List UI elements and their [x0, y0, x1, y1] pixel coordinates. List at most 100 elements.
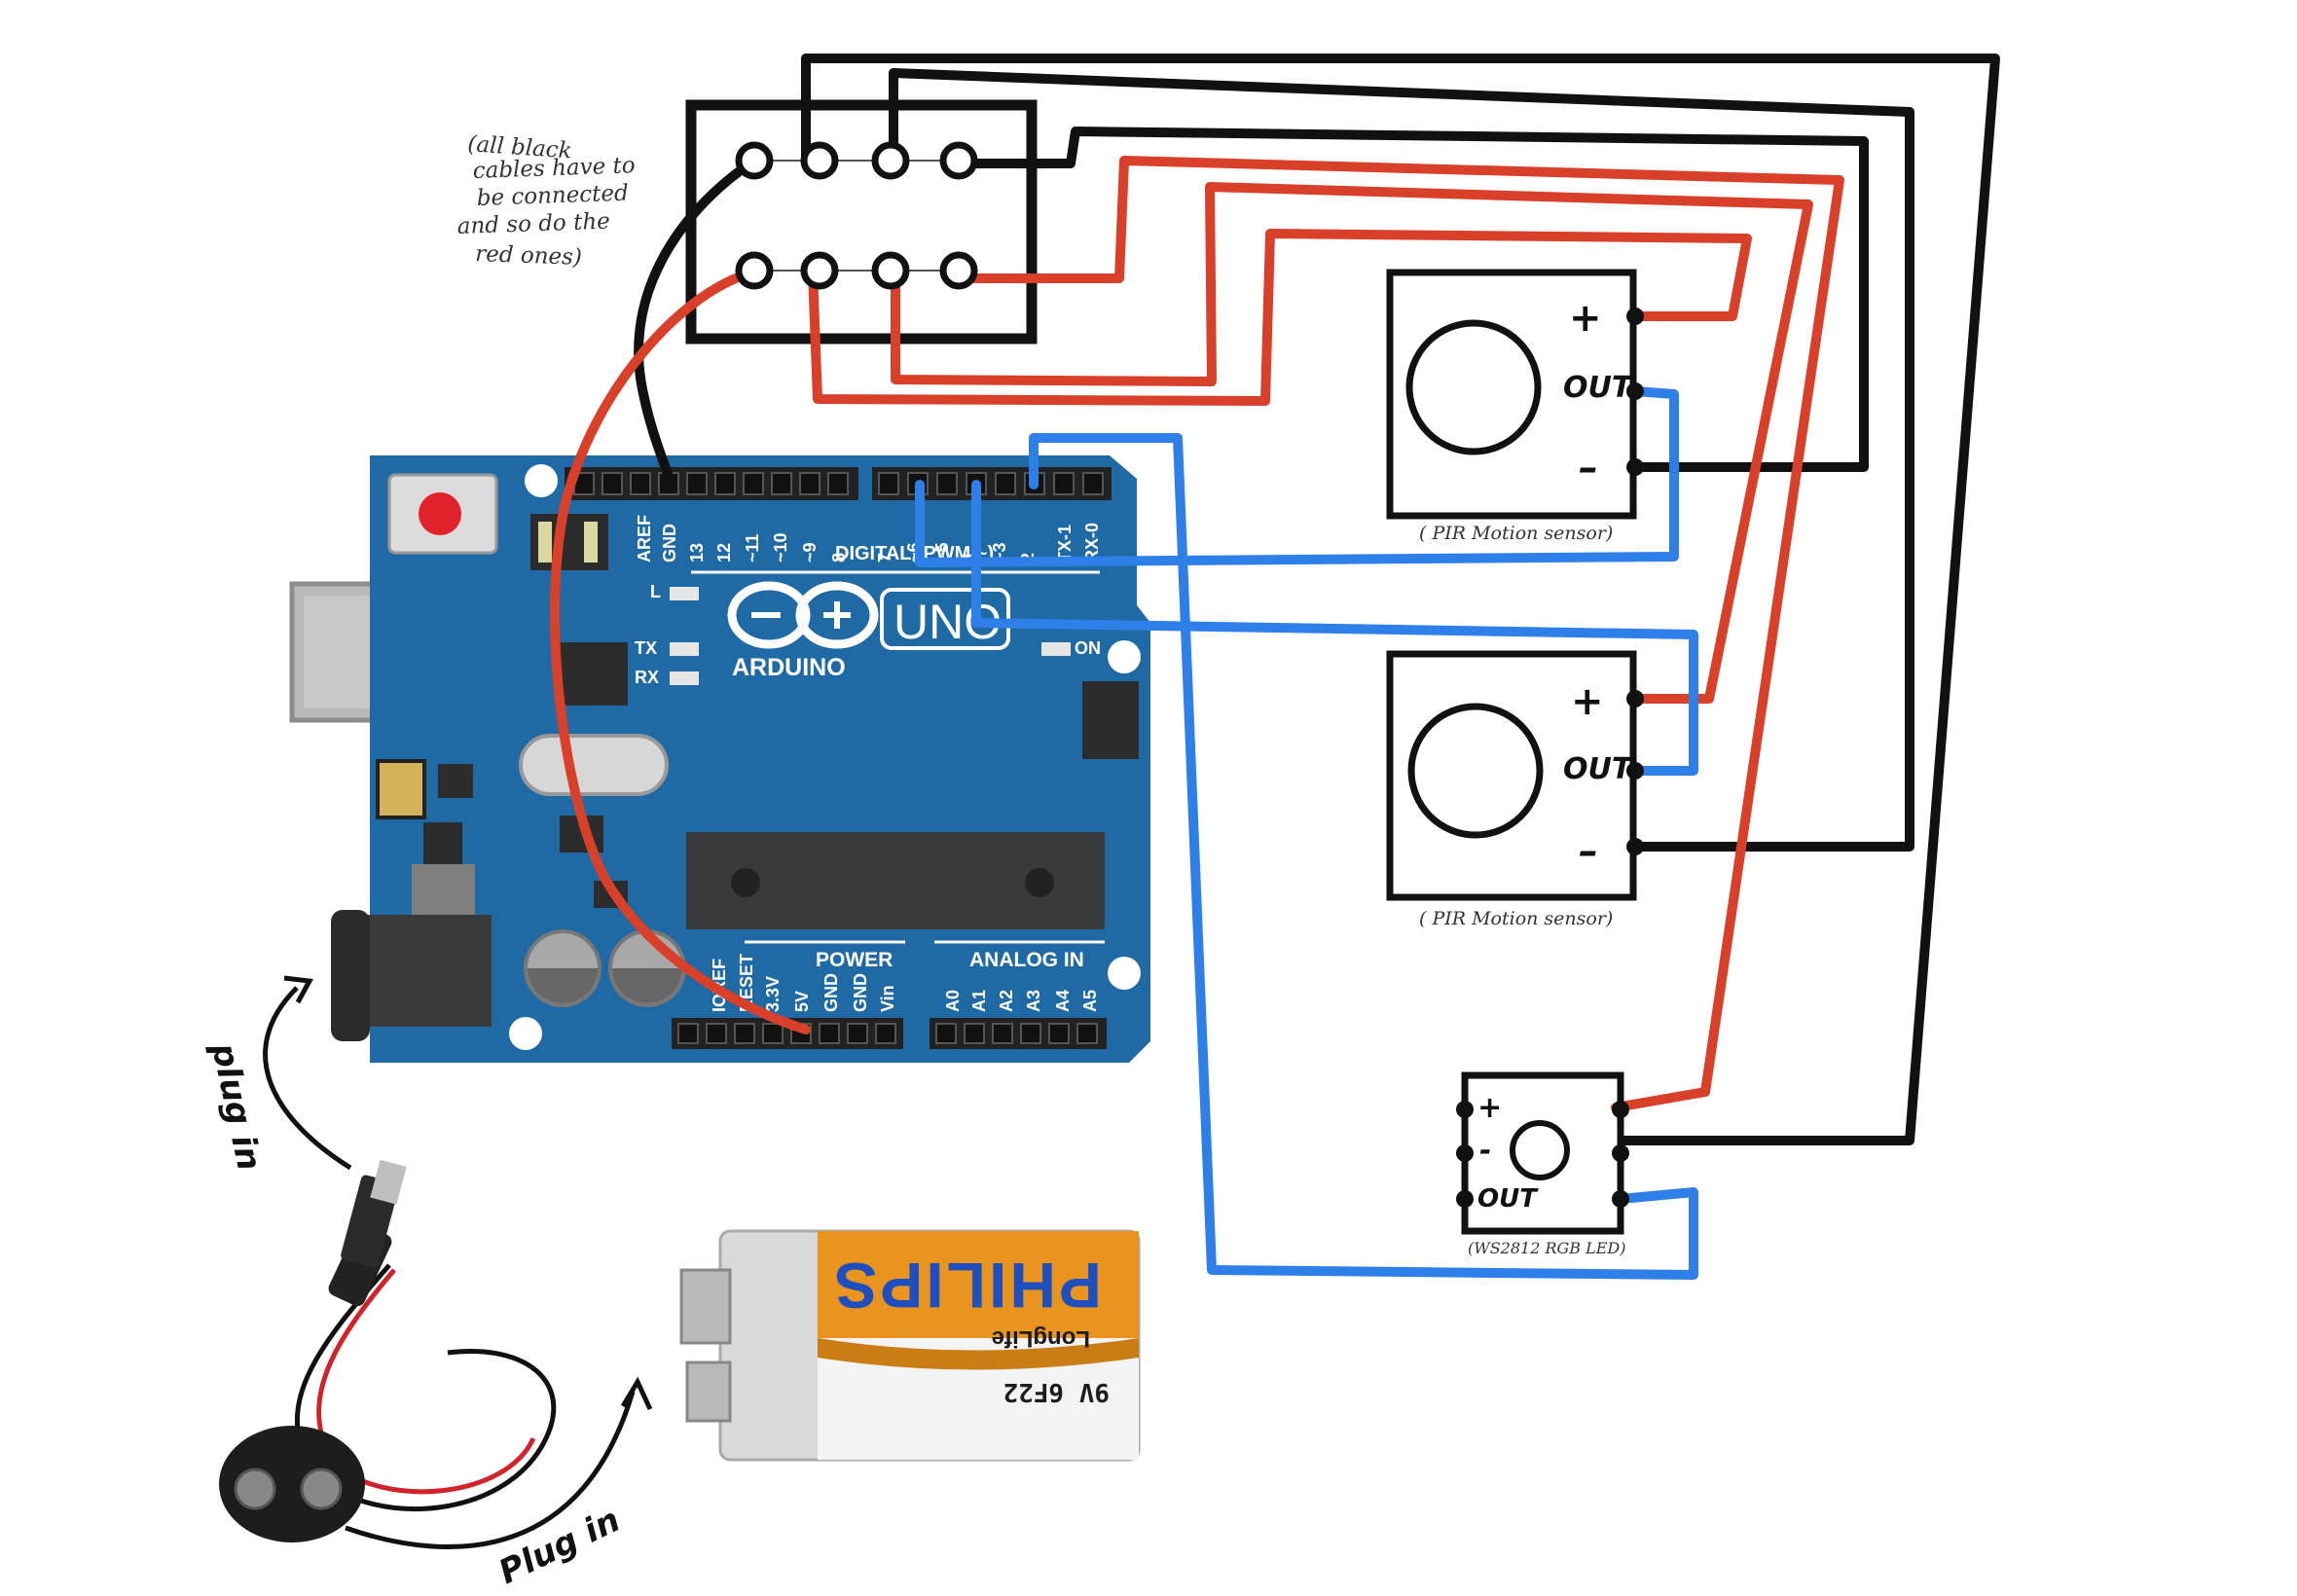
voltage-regulator	[412, 864, 475, 918]
pir-sensor-1: + OUT – ( PIR Motion sensor)	[1386, 269, 1637, 544]
wire	[1029, 433, 1698, 1280]
header-pin	[827, 472, 849, 495]
dc-plug-tip	[370, 1159, 407, 1205]
led-minus: -	[1479, 1134, 1491, 1168]
wire	[915, 386, 1679, 567]
header-pin	[935, 1023, 957, 1044]
connector-terminal	[735, 251, 774, 290]
contact-pin	[1456, 1190, 1474, 1208]
wire-connector-block	[685, 99, 1038, 345]
sensor1-out: OUT	[1563, 371, 1634, 405]
note-line-3: be connected	[476, 181, 629, 211]
battery-brand: PHILIPS	[831, 1250, 1102, 1322]
contact-pin	[1456, 1101, 1474, 1118]
contact-pin	[1612, 1144, 1629, 1162]
wire	[808, 229, 1752, 406]
analog-in-label: ANALOG IN	[969, 949, 1084, 971]
top-pin-label: ~10	[771, 532, 790, 562]
mount-hole	[1108, 640, 1141, 673]
header-pin	[706, 1023, 727, 1044]
wire	[634, 156, 759, 491]
led-label-rx: RX	[635, 668, 659, 687]
reset-button-cap	[419, 492, 461, 535]
battery-snap	[219, 1426, 365, 1542]
header-pin	[771, 472, 792, 495]
header-pin	[1082, 472, 1104, 495]
power-label: POWER	[816, 949, 893, 971]
arrow-to-battery	[345, 1391, 636, 1549]
bottom-pin-label: 3.3V	[763, 976, 783, 1012]
battery-type: 9V 6F22	[1003, 1377, 1110, 1406]
contact-pin	[1626, 382, 1644, 400]
wires	[550, 54, 2000, 1280]
bottom-pin-label: A2	[997, 990, 1016, 1012]
header-pin	[799, 472, 820, 495]
arduino-logo	[727, 581, 879, 649]
mount-hole	[525, 464, 558, 497]
led-tx	[670, 642, 699, 656]
wire	[891, 182, 1813, 704]
header-pin	[995, 472, 1016, 495]
header-pin	[964, 1023, 985, 1044]
usb-chip	[560, 642, 628, 706]
ws2812-rgb-led: + - OUT (WS2812 RGB LED)	[1461, 1071, 1626, 1257]
contact-pin	[1612, 1101, 1629, 1118]
header-pin	[630, 472, 651, 495]
tantalum-capacitor	[376, 759, 426, 819]
contact-pin	[1626, 838, 1644, 855]
header-pin	[819, 1023, 840, 1044]
arduino-brand: ARDUINO	[732, 654, 846, 681]
led-out: OUT	[1477, 1184, 1539, 1214]
sensor1-plus: +	[1569, 296, 1602, 341]
header-pin	[1048, 1023, 1070, 1044]
bottom-pin-label: A4	[1053, 990, 1073, 1012]
icsp-header	[1082, 681, 1139, 759]
top-pin-label: 13	[687, 543, 707, 562]
header-pin	[734, 1023, 755, 1044]
wire	[550, 268, 811, 1034]
sensor2-out: OUT	[1563, 752, 1634, 786]
battery-clip-cable	[219, 1159, 557, 1542]
bottom-pin-label: Vin	[878, 985, 897, 1012]
sensor1-minus: –	[1579, 446, 1598, 490]
contact-pin	[1626, 458, 1644, 476]
wire	[801, 54, 2000, 1145]
sensor2-plus: +	[1571, 679, 1604, 724]
plug-in-label-bottom: Plug in	[492, 1501, 626, 1592]
led-caption: (WS2812 RGB LED)	[1468, 1239, 1626, 1257]
led-rx	[670, 671, 699, 685]
sensor2-minus: –	[1579, 829, 1598, 874]
header-pin	[686, 472, 708, 495]
sensor1-caption: ( PIR Motion sensor)	[1419, 523, 1613, 544]
contact-pin	[1612, 1190, 1629, 1208]
top-pin-label: 12	[714, 543, 734, 562]
led-label-tx: TX	[635, 638, 657, 658]
connector-terminal	[939, 251, 978, 290]
led-label-l: L	[650, 582, 661, 601]
note-line-5: red ones)	[475, 241, 583, 271]
header-pin	[875, 1023, 896, 1044]
mount-hole	[1108, 957, 1141, 990]
bottom-pin-label: A3	[1024, 990, 1043, 1012]
top-pin-label: 7	[875, 553, 894, 562]
top-pin-label: TX-1	[1055, 525, 1075, 562]
bottom-pin-label: GND	[821, 973, 841, 1012]
battery-line: LongLife	[992, 1325, 1090, 1352]
header-pin	[762, 1023, 784, 1044]
header-pin	[1053, 472, 1075, 495]
led-l	[670, 587, 699, 600]
top-pin-label: ~9	[800, 542, 820, 562]
contact-pin	[1626, 762, 1644, 780]
connector-terminal	[800, 251, 839, 290]
contact-pin	[1626, 308, 1644, 325]
connector-terminal	[735, 141, 774, 180]
bottom-pin-label: 5V	[792, 991, 812, 1012]
plug-in-label-top: plug in	[203, 1039, 269, 1175]
pir-sensor-2: + OUT – ( PIR Motion sensor)	[1386, 650, 1637, 929]
contact-pin	[1626, 690, 1644, 707]
wire	[971, 480, 1698, 776]
bottom-pin-label: A5	[1080, 990, 1100, 1012]
contact-pin	[1456, 1144, 1474, 1162]
sensor2-caption: ( PIR Motion sensor)	[1419, 908, 1613, 929]
